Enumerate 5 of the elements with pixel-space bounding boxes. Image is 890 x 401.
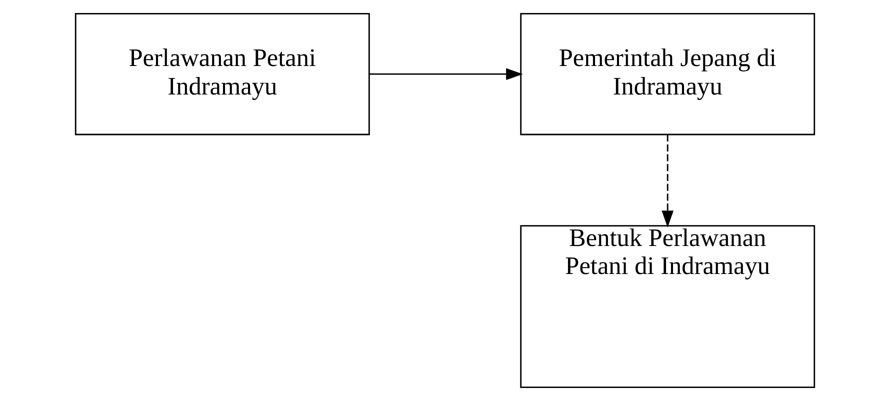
node-box: Bentuk Perlawanan Petani di Indramayu (520, 225, 816, 388)
node-box: Pemerintah Jepang di Indramayu (520, 13, 816, 136)
node-box: Perlawanan Petani Indramayu (74, 13, 370, 136)
arrow (369, 68, 523, 80)
arrow (662, 134, 674, 228)
